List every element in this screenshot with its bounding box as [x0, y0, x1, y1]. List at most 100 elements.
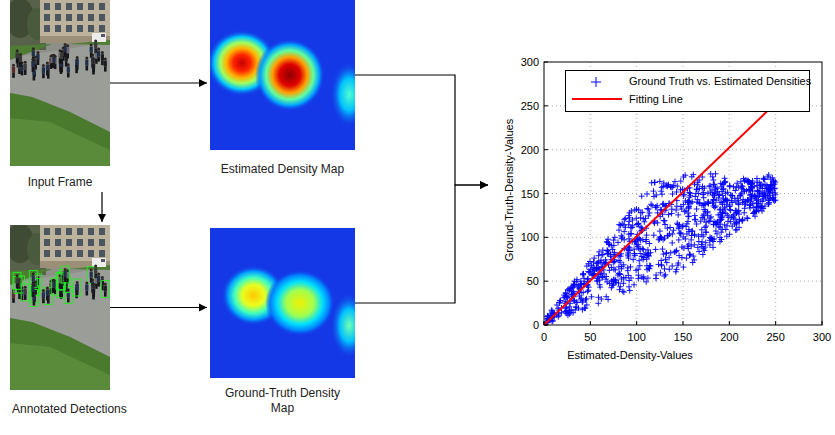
tick-label: 300 — [521, 56, 539, 68]
photo-lawn-light — [10, 118, 110, 166]
tick-mark — [544, 237, 548, 238]
photo-window — [88, 14, 94, 21]
panel-caption: Ground-Truth Density Map — [220, 386, 345, 416]
person-body — [64, 271, 67, 277]
person-head — [31, 283, 34, 286]
tick-label: 100 — [627, 331, 645, 343]
person-legs — [64, 52, 67, 57]
tick-mark — [544, 281, 548, 282]
tick-label: 200 — [720, 331, 738, 343]
detection-box — [21, 284, 29, 301]
photo-window — [55, 228, 61, 235]
photo-window — [66, 228, 72, 235]
tick-label: 250 — [521, 100, 539, 112]
tick-label: 0 — [533, 319, 539, 331]
flow-arrow — [101, 192, 102, 222]
person-legs — [101, 60, 104, 65]
photo-van — [92, 33, 106, 42]
photo-window — [44, 25, 50, 32]
photo-window — [99, 228, 105, 235]
person-legs — [67, 72, 70, 77]
photo-window — [44, 228, 50, 235]
person-head — [60, 50, 63, 53]
person-head — [24, 286, 27, 289]
photo-window — [66, 250, 72, 257]
photo-window — [66, 25, 72, 32]
detection-box — [29, 270, 37, 287]
person-head — [46, 286, 49, 289]
person-body — [101, 54, 104, 60]
person-head — [12, 64, 15, 67]
person-legs — [59, 67, 62, 72]
tick-mark — [544, 193, 548, 194]
person-head — [60, 275, 63, 278]
person-head — [64, 43, 67, 46]
person-legs — [97, 57, 100, 62]
photo-window — [88, 228, 94, 235]
photo-window — [66, 239, 72, 246]
photo-window — [88, 3, 94, 10]
photo-window — [44, 14, 50, 21]
detection-box — [61, 266, 69, 283]
person-head — [32, 47, 35, 50]
person-body — [46, 65, 49, 71]
photo-window — [77, 3, 83, 10]
person-head — [53, 279, 56, 282]
person-legs — [12, 298, 15, 303]
person-legs — [33, 301, 36, 306]
photo-lawn-light — [10, 343, 110, 390]
person-head — [92, 60, 95, 63]
person-legs — [60, 284, 63, 289]
image-panel: Annotated Detections — [10, 225, 110, 417]
scatter-plot: Ground Truth vs. Estimated DensitiesFitt… — [490, 55, 835, 370]
person-body — [91, 282, 94, 288]
person-head — [101, 276, 104, 279]
person-head — [42, 64, 45, 67]
photo-window — [77, 228, 83, 235]
person-body — [91, 57, 94, 63]
photo-window — [99, 250, 105, 257]
panel-caption: Input Frame — [10, 175, 110, 190]
photo-van-window — [101, 34, 105, 37]
tick-mark — [590, 321, 591, 325]
person-head — [53, 54, 56, 57]
person-legs — [86, 66, 89, 71]
person-body — [76, 59, 79, 65]
flow-arrow — [110, 82, 207, 83]
tick-label: 0 — [541, 331, 547, 343]
person-head — [94, 265, 97, 268]
photo-van — [92, 258, 106, 267]
photo-window — [99, 239, 105, 246]
person-head — [91, 54, 94, 57]
person-body — [19, 56, 22, 62]
photo-illustration — [10, 0, 110, 166]
person-legs — [32, 56, 35, 61]
detection-box — [73, 279, 81, 296]
fitting-line — [544, 108, 771, 325]
person-head — [19, 53, 22, 56]
photo-lawn — [10, 44, 52, 60]
person-head — [90, 44, 93, 47]
density-ground — [210, 228, 355, 378]
person-legs — [86, 291, 89, 296]
density-blob — [330, 293, 355, 359]
person-head — [97, 273, 100, 276]
person-head — [97, 48, 100, 51]
person-body — [12, 67, 15, 73]
person-body — [64, 46, 67, 52]
person-legs — [95, 284, 98, 289]
person-head — [16, 49, 19, 52]
person-legs — [76, 65, 79, 70]
person-body — [76, 284, 79, 290]
person-legs — [32, 281, 35, 286]
tick-mark — [544, 105, 548, 106]
person-body — [85, 285, 88, 291]
grid-line — [544, 149, 822, 150]
person-head — [24, 61, 27, 64]
photo-window — [77, 239, 83, 246]
legend-text: Fitting Line — [629, 93, 683, 106]
person-body — [32, 50, 35, 56]
person-legs — [53, 63, 56, 68]
axes-frame — [544, 62, 822, 325]
photo-building — [40, 225, 110, 268]
